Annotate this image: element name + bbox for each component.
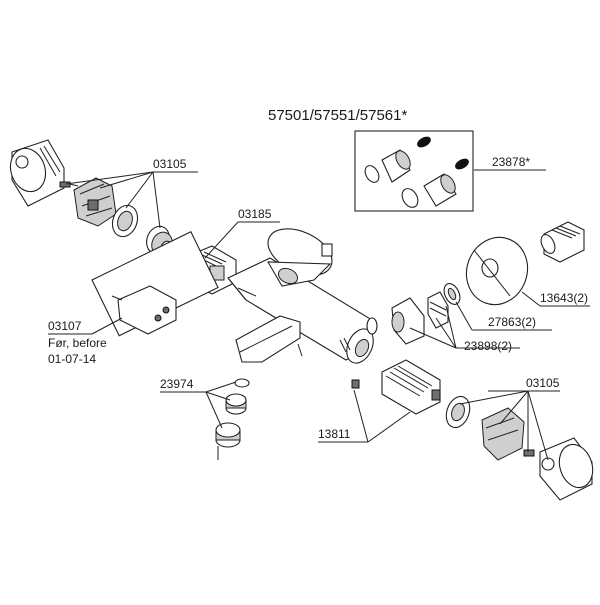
label-23898: 23898(2) xyxy=(464,339,512,353)
eccentric-elbow[interactable] xyxy=(538,221,585,263)
label-03185: 03185 xyxy=(238,207,272,221)
label-13643: 13643(2) xyxy=(540,291,588,305)
label-03105-bottom: 03105 xyxy=(526,376,560,390)
mixer-body[interactable] xyxy=(227,220,378,368)
seal-ring-a[interactable] xyxy=(416,135,432,149)
label-03107: 03107 xyxy=(48,319,82,333)
wall-flange[interactable] xyxy=(457,229,537,313)
connector-washer[interactable] xyxy=(366,317,378,335)
label-03105-top: 03105 xyxy=(153,157,187,171)
retaining-ring-bottom[interactable] xyxy=(442,393,474,431)
seal-ring-b[interactable] xyxy=(454,157,470,171)
aerator-insert[interactable] xyxy=(215,422,241,460)
aerator-washer[interactable] xyxy=(234,378,250,388)
temperature-hub-insert[interactable] xyxy=(73,177,117,227)
thermostatic-cartridge[interactable] xyxy=(381,359,441,415)
union-nut[interactable] xyxy=(391,297,425,345)
check-valve-right[interactable] xyxy=(399,172,458,210)
label-13811: 13811 xyxy=(318,427,351,441)
check-valve-inset xyxy=(354,130,474,212)
handle-knob-bottom-right[interactable] xyxy=(539,437,598,501)
handle-knob-top-left[interactable] xyxy=(5,139,65,207)
label-03107-note-before: Før, before xyxy=(48,336,107,350)
screw-top-left[interactable] xyxy=(59,181,79,188)
product-title: 57501/57551/57561* xyxy=(268,107,407,124)
small-set-screw[interactable] xyxy=(351,379,360,389)
old-cartridge-03107[interactable] xyxy=(111,285,177,335)
threaded-connector[interactable] xyxy=(427,291,449,329)
hub-insert-bottom[interactable] xyxy=(481,407,525,461)
check-valve-left[interactable] xyxy=(362,148,413,184)
retaining-ring-top[interactable] xyxy=(108,202,141,240)
label-03107-note-date: 01-07-14 xyxy=(48,352,96,366)
label-23974: 23974 xyxy=(160,377,194,391)
screw-bottom[interactable] xyxy=(523,449,535,457)
old-cartridge-inset xyxy=(91,231,219,337)
label-23878: 23878* xyxy=(492,155,530,169)
label-27863: 27863(2) xyxy=(488,315,536,329)
aerator-housing[interactable] xyxy=(225,393,247,415)
